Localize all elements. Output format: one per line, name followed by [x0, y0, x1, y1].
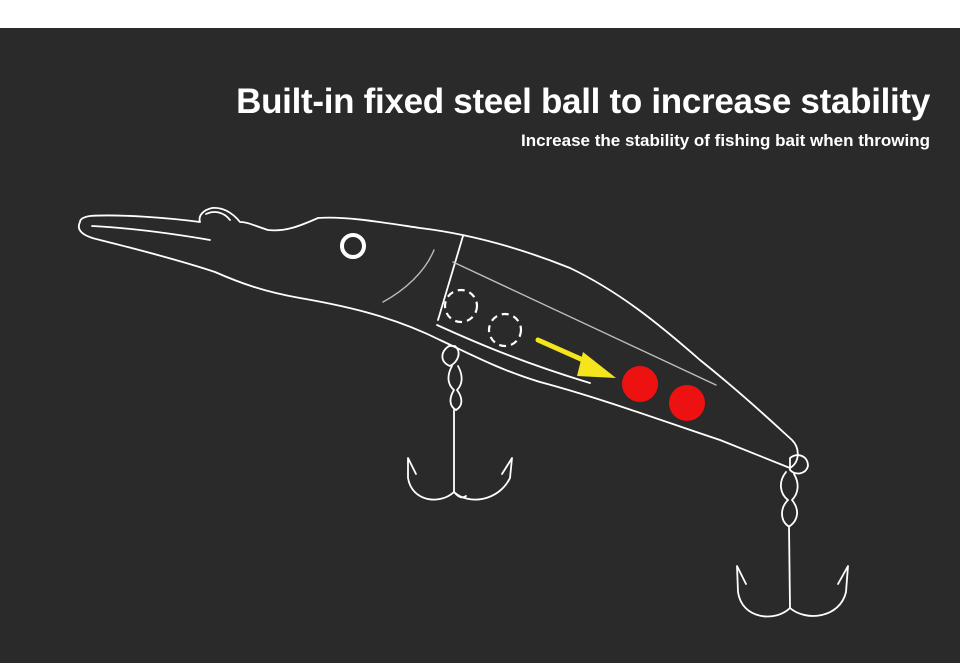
belly-contour [436, 324, 591, 384]
treble-hook-icon [407, 345, 513, 501]
dashed-ball-icon [443, 288, 479, 324]
steel-ball-icon [622, 366, 658, 402]
steel-ball-icon [669, 385, 705, 421]
lure-lip-contour [91, 211, 231, 241]
treble-hook-icon [736, 454, 849, 618]
arrow-icon [535, 337, 616, 378]
lateral-line [452, 261, 717, 386]
headline: Built-in fixed steel ball to increase st… [236, 82, 930, 121]
lure-eye-icon [340, 233, 366, 259]
lure-body-outline [78, 207, 799, 469]
subheadline: Increase the stability of fishing bait w… [521, 131, 930, 150]
head-divider-line [437, 235, 464, 321]
top-white-strip [0, 0, 960, 28]
dark-panel [0, 28, 960, 663]
gill-line-icon [382, 249, 435, 303]
dashed-ball-icon [487, 312, 523, 348]
